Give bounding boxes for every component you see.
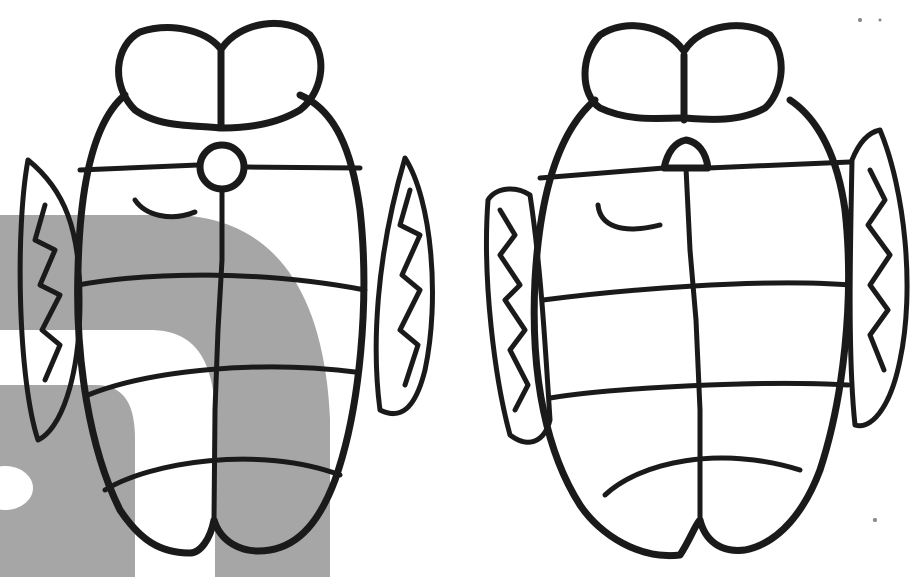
gray-watermark — [0, 215, 330, 577]
left-right-fin — [376, 158, 432, 414]
left-center-ring — [200, 145, 244, 189]
right-shell-drawing — [487, 26, 908, 556]
left-head — [119, 23, 321, 128]
right-head — [585, 26, 781, 120]
right-center-ring — [664, 140, 708, 168]
right-spine — [686, 168, 700, 520]
right-right-fin — [850, 130, 907, 426]
